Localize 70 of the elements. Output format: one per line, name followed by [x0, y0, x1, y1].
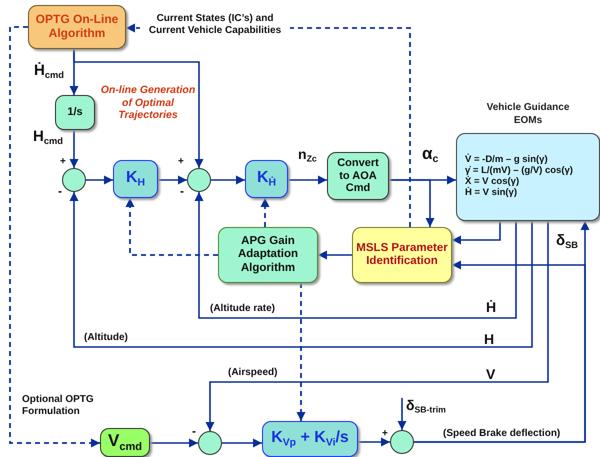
- arrow: [296, 283, 306, 421]
- box-label: K$_{Vp}$ + K$_{Vi}$/s: [271, 428, 349, 450]
- arrow: [318, 250, 352, 260]
- arrow: [158, 176, 187, 184]
- edge-label: α$_{c}$: [422, 144, 438, 166]
- edge-label: Optional OPTG Formulation: [22, 394, 95, 418]
- arrow: [70, 130, 78, 168]
- arrow: [452, 221, 501, 244]
- edge-label: Current States (IC’s) and Current Vehicle Capabilities: [140, 13, 290, 37]
- equation: γ̇ = L/(mV) – (g/V) cos(γ): [465, 166, 573, 176]
- arrow: [150, 438, 198, 448]
- signal-label: (Altitude): [84, 332, 128, 344]
- arrow: [288, 176, 327, 184]
- signal-label: δ$_{SB}$: [556, 232, 578, 251]
- arrow: [389, 179, 434, 227]
- process-box: [28, 5, 126, 49]
- summing-junction: [187, 168, 211, 192]
- equation: Ẋ = V cos(γ): [465, 177, 520, 187]
- arrow: [194, 192, 517, 319]
- signal-label: (Altitude rate): [210, 303, 275, 315]
- edge-label: Ḣ: [486, 299, 496, 316]
- arrow: [86, 176, 113, 184]
- signal-label: +: [60, 156, 66, 168]
- process-box: [245, 160, 288, 198]
- box-label: K$_{Ḣ}$: [256, 168, 276, 190]
- box-label: MSLS Parameter Identification: [356, 242, 448, 268]
- annotation: On-line Generation of Optimal Trajectories: [100, 84, 196, 122]
- signal-label: -: [192, 424, 196, 438]
- arrow: [222, 438, 262, 448]
- arrow: [358, 438, 390, 446]
- process-box: [352, 227, 452, 283]
- process-box: [55, 95, 95, 130]
- box-label: Convert to AOA Cmd: [336, 157, 380, 195]
- arrow: [126, 198, 218, 256]
- summing-junction: [62, 168, 86, 192]
- signal-label: +: [382, 428, 388, 440]
- edge-label: V: [486, 366, 496, 383]
- signal-label: -: [180, 184, 184, 198]
- signal-label: +: [178, 156, 184, 168]
- signal-label: (Airspeed): [228, 367, 278, 379]
- edge-label: Ḣ$_{cmd}$: [34, 62, 64, 81]
- arrow: [73, 49, 204, 168]
- arrow: [398, 398, 406, 430]
- arrow: [414, 260, 586, 443]
- arrow: [260, 198, 270, 227]
- arrow: [211, 176, 245, 184]
- process-box: [218, 227, 318, 283]
- box-label: 1/s: [67, 106, 83, 119]
- process-box: [100, 428, 150, 457]
- box-label: OPTG On-Line Algorithm: [34, 13, 120, 41]
- arrow: [206, 221, 549, 431]
- summing-junction: [390, 430, 414, 454]
- summing-junction: [198, 431, 222, 455]
- arrow: [70, 192, 533, 348]
- box-label: V$_{cmd}$: [108, 431, 142, 454]
- edge-label: (Speed Brake deflection): [443, 428, 560, 440]
- equation: Ḣ = V sin(γ): [465, 188, 517, 199]
- edge-label: H$_{cmd}$: [33, 128, 63, 147]
- box-heading: Vehicle Guidance EOMs: [486, 102, 570, 127]
- signal-label: -: [58, 184, 62, 198]
- box-label: K$_{H}$: [126, 168, 146, 190]
- process-box: [113, 160, 158, 198]
- box-label: APG Gain Adaptation Algorithm: [236, 235, 300, 275]
- arrow: [9, 26, 100, 448]
- process-box: [262, 421, 358, 457]
- edge-label: H: [484, 331, 494, 348]
- process-box: [327, 152, 389, 200]
- edge-label: n$_{Zc}$: [298, 146, 317, 164]
- edge-label: δ$_{SB-trim}$: [406, 397, 446, 416]
- equation: V̇ = -D/m – g sin(γ): [465, 155, 548, 166]
